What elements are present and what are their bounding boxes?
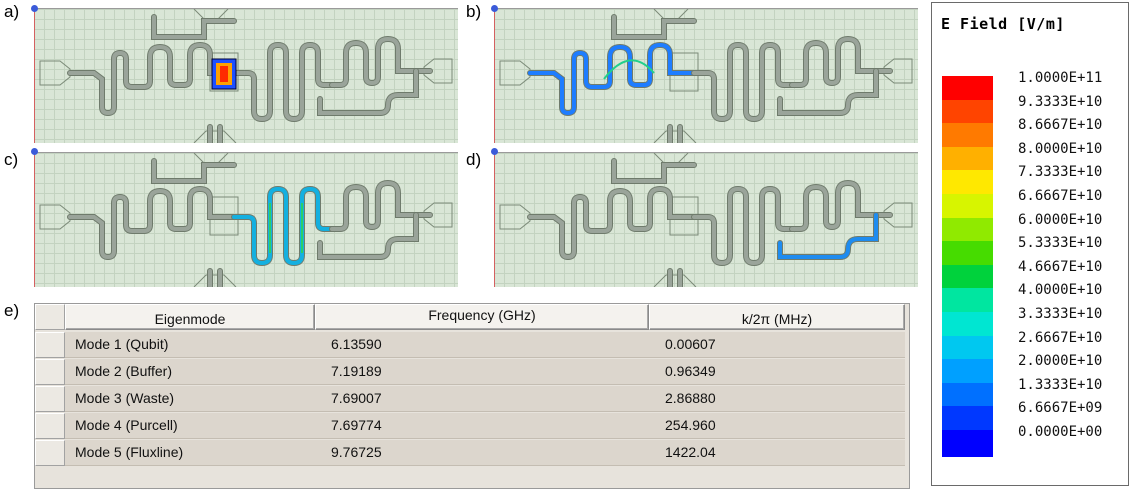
legend-swatch bbox=[942, 406, 993, 434]
circuit-layout bbox=[499, 9, 913, 143]
legend-swatch bbox=[942, 217, 993, 245]
mode-name-cell: Mode 1 (Qubit) bbox=[65, 332, 315, 358]
row-header[interactable] bbox=[35, 359, 65, 385]
legend-tick-label: 6.6667E+10 bbox=[1018, 188, 1103, 204]
table-row[interactable]: Mode 2 (Buffer) 7.19189 0.96349 bbox=[35, 359, 909, 385]
column-header-label: k/2π (MHz) bbox=[741, 311, 813, 327]
frequency-cell: 7.69774 bbox=[315, 413, 649, 439]
eigenmode-table: Eigenmode Frequency (GHz) k/2π (MHz) Mod… bbox=[34, 303, 910, 489]
frequency-cell: 9.76725 bbox=[315, 440, 649, 466]
legend-tick-label: 4.0000E+10 bbox=[1018, 282, 1103, 299]
column-header-frequency[interactable]: Frequency (GHz) bbox=[315, 304, 649, 330]
legend-swatch bbox=[942, 430, 993, 457]
mode-name-cell: Mode 2 (Buffer) bbox=[65, 359, 315, 385]
column-header-label: Frequency (GHz) bbox=[428, 307, 536, 323]
column-header-kappa[interactable]: k/2π (MHz) bbox=[649, 304, 905, 330]
table-row[interactable]: Mode 4 (Purcell) 7.69774 254.960 bbox=[35, 413, 909, 439]
axis-line bbox=[494, 9, 495, 143]
table-row[interactable]: Mode 1 (Qubit) 6.13590 0.00607 bbox=[35, 332, 909, 358]
frequency-cell: 7.19189 bbox=[315, 359, 649, 385]
origin-marker bbox=[491, 5, 498, 12]
origin-marker bbox=[31, 148, 38, 155]
circuit-layout bbox=[499, 153, 913, 287]
legend-tick-label: 3.3333E+10 bbox=[1018, 306, 1103, 322]
mode-name-cell: Mode 3 (Waste) bbox=[65, 386, 315, 412]
legend-swatch bbox=[942, 146, 993, 174]
column-header-eigenmode[interactable]: Eigenmode bbox=[65, 304, 315, 330]
kappa-cell: 2.86880 bbox=[649, 386, 905, 412]
legend-swatch bbox=[942, 312, 993, 339]
kappa-cell: 254.960 bbox=[649, 413, 905, 439]
legend-swatch bbox=[942, 194, 993, 221]
table-row[interactable]: Mode 3 (Waste) 7.69007 2.86880 bbox=[35, 386, 909, 412]
legend-swatch bbox=[942, 335, 993, 363]
sim-view-c[interactable] bbox=[34, 152, 458, 287]
legend-tick-label: 4.6667E+10 bbox=[1018, 258, 1103, 275]
origin-marker bbox=[491, 148, 498, 155]
row-header[interactable] bbox=[35, 440, 65, 466]
axis-line bbox=[494, 153, 495, 287]
legend-tick-label: 6.6667E+09 bbox=[1018, 400, 1103, 417]
legend-swatch bbox=[942, 99, 993, 127]
legend-tick-label: 2.0000E+10 bbox=[1018, 353, 1103, 370]
legend-swatch bbox=[942, 241, 993, 269]
legend-swatch bbox=[942, 123, 993, 151]
frequency-cell: 6.13590 bbox=[315, 332, 649, 358]
circuit-layout bbox=[39, 153, 453, 287]
panel-label-b: b) bbox=[466, 2, 482, 21]
legend-swatch bbox=[942, 382, 993, 410]
kappa-cell: 1422.04 bbox=[649, 440, 905, 466]
table-row[interactable]: Mode 5 (Fluxline) 9.76725 1422.04 bbox=[35, 440, 909, 466]
origin-marker bbox=[31, 5, 38, 12]
kappa-cell: 0.00607 bbox=[649, 332, 905, 358]
legend-tick-label: 2.6667E+10 bbox=[1018, 329, 1103, 346]
legend-swatch bbox=[942, 264, 993, 292]
row-header[interactable] bbox=[35, 332, 65, 358]
sim-view-b[interactable] bbox=[494, 8, 918, 143]
corner-cell bbox=[35, 304, 65, 330]
table-header-row: Eigenmode Frequency (GHz) k/2π (MHz) bbox=[35, 304, 909, 330]
sim-view-d[interactable] bbox=[494, 152, 918, 287]
legend-swatch bbox=[942, 76, 993, 103]
axis-line bbox=[34, 153, 35, 287]
legend-swatch bbox=[942, 288, 993, 316]
panel-label-a: a) bbox=[4, 2, 20, 21]
legend-tick-label: 7.3333E+10 bbox=[1018, 164, 1103, 181]
column-header-label: Eigenmode bbox=[154, 311, 226, 327]
row-header[interactable] bbox=[35, 386, 65, 412]
legend-title: E Field [V/m] bbox=[941, 15, 1065, 33]
row-header[interactable] bbox=[35, 413, 65, 439]
sim-view-a[interactable] bbox=[34, 8, 458, 143]
legend-tick-label: 8.0000E+10 bbox=[1018, 140, 1103, 157]
panel-label-e: e) bbox=[4, 301, 20, 320]
legend-tick-label: 8.6667E+10 bbox=[1018, 117, 1103, 134]
legend-tick-label: 1.3333E+10 bbox=[1018, 376, 1103, 393]
field-legend: E Field [V/m] 1.0000E+11 9.3333E+10 8.6667… bbox=[931, 2, 1129, 486]
mode-name-cell: Mode 4 (Purcell) bbox=[65, 413, 315, 439]
legend-swatch bbox=[942, 170, 993, 198]
legend-tick-label: 9.3333E+10 bbox=[1018, 93, 1103, 110]
axis-line bbox=[34, 9, 35, 143]
panel-label-d: d) bbox=[466, 150, 482, 169]
legend-tick-label: 5.3333E+10 bbox=[1018, 235, 1103, 252]
legend-tick-label: 6.0000E+10 bbox=[1018, 211, 1103, 228]
kappa-cell: 0.96349 bbox=[649, 359, 905, 385]
circuit-layout bbox=[39, 9, 453, 143]
mode-name-cell: Mode 5 (Fluxline) bbox=[65, 440, 315, 466]
frequency-cell: 7.69007 bbox=[315, 386, 649, 412]
legend-tick-label: 1.0000E+11 bbox=[1018, 70, 1103, 86]
legend-tick-label: 0.0000E+00 bbox=[1018, 424, 1103, 440]
panel-label-c: c) bbox=[4, 150, 19, 169]
legend-swatch bbox=[942, 359, 993, 387]
